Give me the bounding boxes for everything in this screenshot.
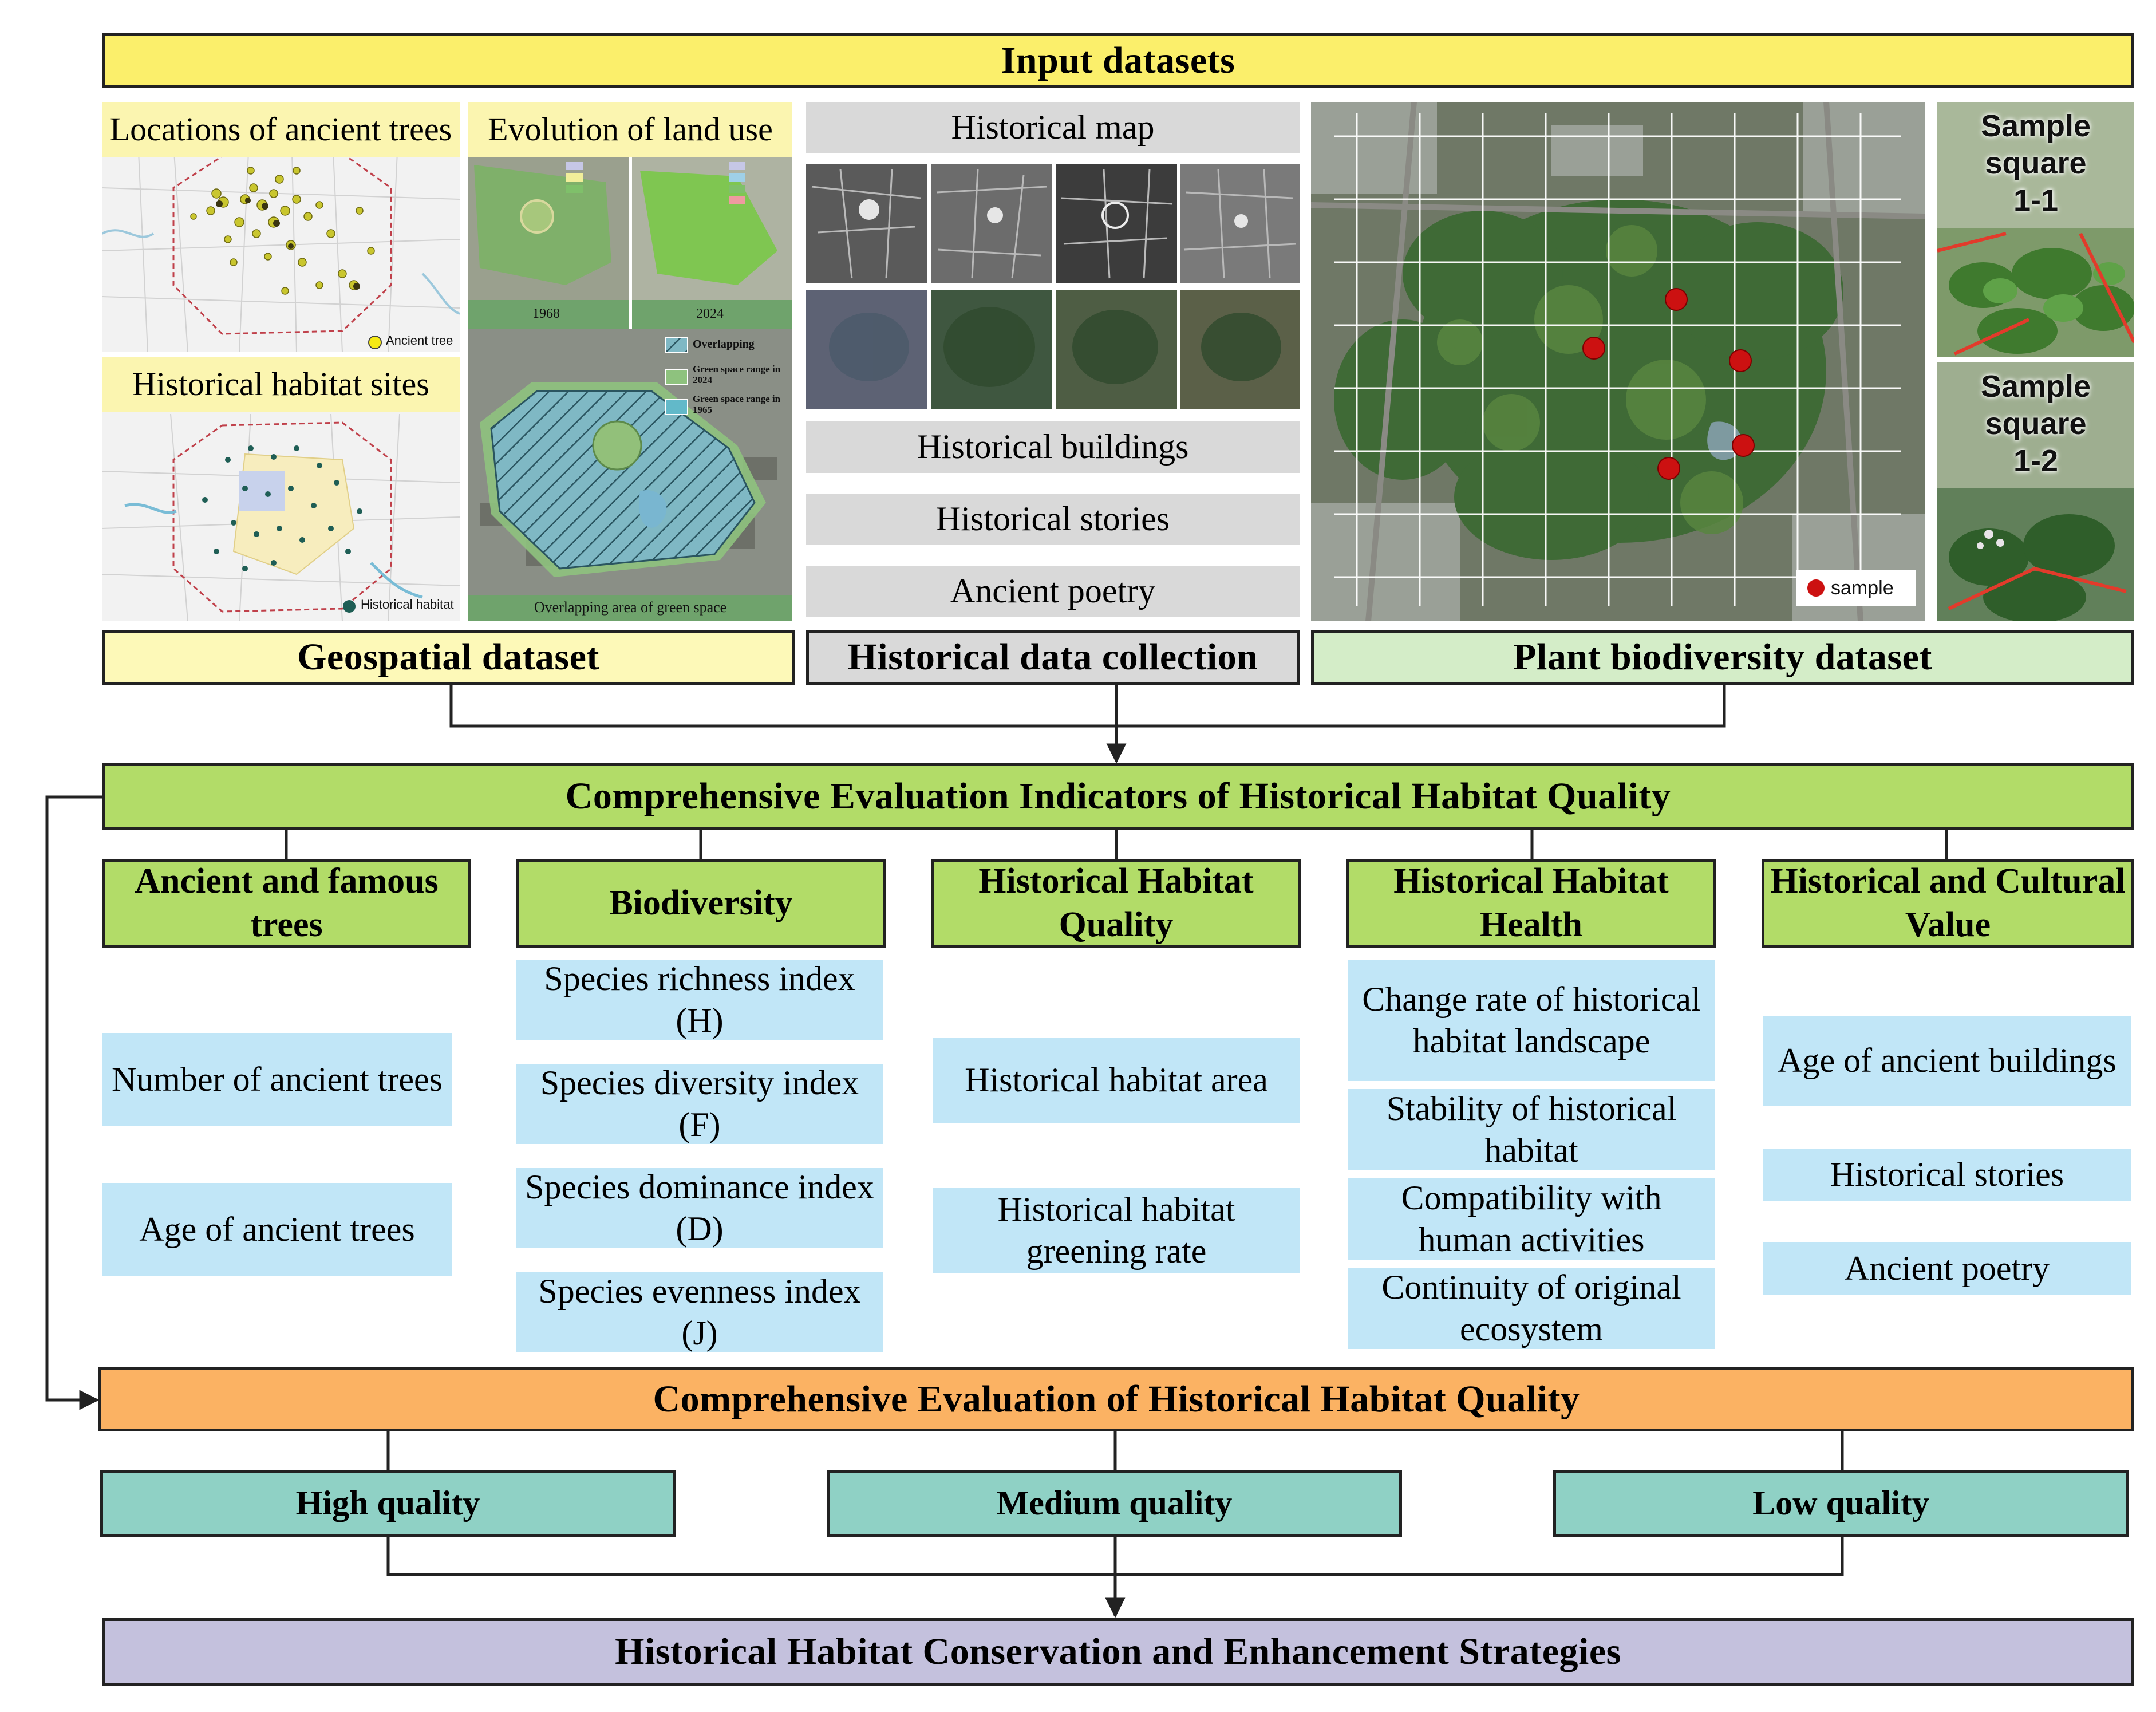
category-biodiversity: Biodiversity	[516, 859, 886, 948]
evaluation-title: Comprehensive Evaluation of Historical H…	[653, 1378, 1580, 1420]
sample-grid-satellite	[1311, 102, 1925, 621]
overlap-caption: Overlapping area of green space	[534, 599, 727, 616]
historical-label-text: Historical data collection	[847, 636, 1258, 678]
indicator-item: Historical habitat area	[933, 1038, 1300, 1123]
indicator-item: Age of ancient trees	[102, 1183, 452, 1276]
ancient-poetry-label: Ancient poetry	[806, 566, 1300, 617]
sample-square-2-photo	[1937, 362, 2134, 621]
category-name: Historical and Cultural Value	[1770, 862, 2126, 944]
legend-green-1965: Green space range in 1965	[693, 393, 781, 415]
feedback-arrow	[45, 795, 102, 1410]
ancient-trees-title: Locations of ancient trees	[109, 110, 452, 148]
indicator-item: Ancient poetry	[1763, 1242, 2131, 1295]
land-use-caption: Evolution of land use	[468, 102, 792, 157]
indicator-item: Compatibility with human activities	[1348, 1178, 1715, 1260]
category-name: Historical Habitat Quality	[978, 862, 1254, 944]
historical-map-label: Historical map	[806, 102, 1300, 153]
year-2024: 2024	[696, 306, 724, 321]
historical-map-images	[806, 164, 1300, 409]
land-use-maps	[468, 157, 792, 621]
indicator-item: Continuity of original ecosystem	[1348, 1268, 1715, 1349]
input-datasets-title: Input datasets	[1001, 39, 1235, 81]
indicator-item: Stability of historical habitat	[1348, 1089, 1715, 1170]
level-low-quality: Low quality	[1553, 1470, 2129, 1537]
historical-buildings-label: Historical buildings	[806, 421, 1300, 473]
indicator-item: Historical stories	[1763, 1149, 2131, 1201]
habitat-legend: Historical habitat	[361, 597, 454, 612]
habitat-sites-title: Historical habitat sites	[132, 365, 429, 403]
ancient-tree-legend: Ancient tree	[386, 333, 453, 348]
sample-square-2-panel: Sample square 1-2	[1937, 362, 2134, 621]
evaluation-header: Comprehensive Evaluation of Historical H…	[98, 1367, 2134, 1431]
historical-map-thumbnails	[806, 164, 1300, 409]
category-name: Biodiversity	[609, 883, 793, 923]
category-ancient-trees: Ancient and famous trees	[102, 859, 471, 948]
historical-data-label: Historical data collection	[806, 630, 1300, 685]
strategies-title: Historical Habitat Conservation and Enha…	[615, 1630, 1621, 1672]
historical-item-2: Historical stories	[935, 500, 1170, 538]
indicator-item: Species diversity index (F)	[516, 1064, 883, 1144]
category-name: Ancient and famous trees	[135, 862, 439, 944]
indicator-item: Change rate of historical habitat landsc…	[1348, 960, 1715, 1081]
sample-square-1-panel: Sample square 1-1	[1937, 102, 2134, 357]
category-cultural-value: Historical and Cultural Value	[1762, 859, 2134, 948]
geospatial-dataset-label: Geospatial dataset	[102, 630, 795, 685]
indicator-item: Age of ancient buildings	[1763, 1016, 2131, 1106]
category-habitat-quality: Historical Habitat Quality	[931, 859, 1301, 948]
dataset-merge-line	[449, 685, 1726, 728]
geospatial-label-text: Geospatial dataset	[297, 636, 599, 678]
historical-item-3: Ancient poetry	[950, 572, 1156, 610]
category-habitat-health: Historical Habitat Health	[1346, 859, 1716, 948]
historical-item-0: Historical map	[951, 108, 1155, 147]
indicator-item: Number of ancient trees	[102, 1033, 452, 1126]
sample-square-1-photo	[1937, 102, 2134, 357]
indicator-item: Species dominance index (D)	[516, 1168, 883, 1248]
plant-label-text: Plant biodiversity dataset	[1513, 636, 1932, 678]
land-use-title: Evolution of land use	[488, 110, 773, 148]
level-medium-quality: Medium quality	[827, 1470, 1402, 1537]
historical-item-1: Historical buildings	[917, 428, 1189, 466]
habitat-sites-caption: Historical habitat sites	[102, 357, 460, 412]
level-high-quality: High quality	[100, 1470, 676, 1537]
sample-legend: sample	[1831, 577, 1894, 599]
indicator-item: Historical habitat greening rate	[933, 1188, 1300, 1273]
historical-stories-label: Historical stories	[806, 494, 1300, 545]
land-use-panel: 1968 2024 Overlapping Green space range …	[468, 102, 792, 621]
category-name: Historical Habitat Health	[1393, 862, 1669, 944]
strategies-box: Historical Habitat Conservation and Enha…	[102, 1618, 2134, 1686]
sample-square-2-label: Sample square 1-2	[1980, 369, 2091, 478]
plant-dataset-label: Plant biodiversity dataset	[1311, 630, 2134, 685]
input-datasets-header: Input datasets	[102, 33, 2134, 88]
indicator-item: Species evenness index (J)	[516, 1272, 883, 1352]
ancient-trees-caption: Locations of ancient trees	[102, 102, 460, 157]
indicators-header: Comprehensive Evaluation Indicators of H…	[102, 763, 2134, 830]
legend-green-2024: Green space range in 2024	[693, 364, 781, 385]
indicator-item: Species richness index (H)	[516, 960, 883, 1040]
indicators-title: Comprehensive Evaluation Indicators of H…	[565, 775, 1671, 817]
year-1968: 1968	[532, 306, 560, 321]
sample-grid-panel: sample	[1311, 102, 1925, 621]
legend-overlapping: Overlapping	[693, 338, 755, 350]
sample-square-1-label: Sample square 1-1	[1980, 109, 2091, 218]
